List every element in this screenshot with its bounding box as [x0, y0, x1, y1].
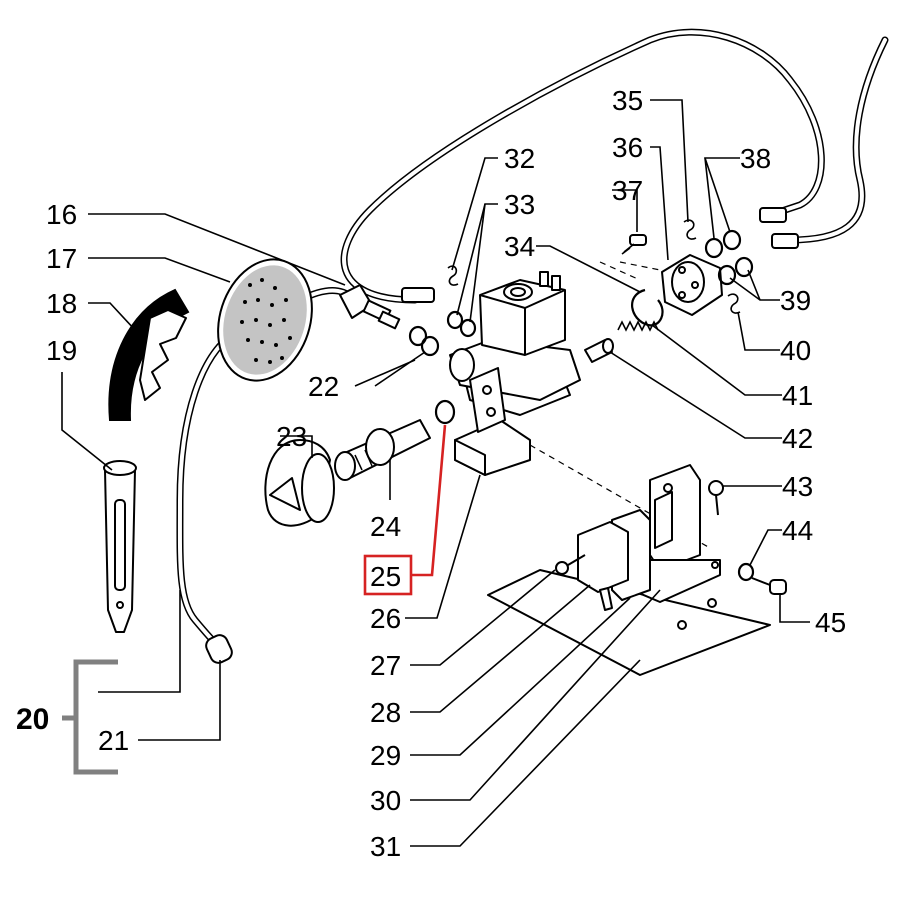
label-28: 28	[370, 697, 401, 728]
screw-45	[751, 577, 787, 595]
microswitch-icon	[577, 521, 629, 611]
label-group-20: 20	[16, 703, 49, 736]
label-40: 40	[780, 335, 811, 366]
o-rings-38	[704, 229, 742, 259]
label-29: 29	[370, 740, 401, 771]
o-rings-33	[446, 310, 477, 338]
solenoid-valve-icon	[449, 271, 581, 476]
screw-43	[708, 480, 724, 516]
clip-40	[727, 293, 741, 314]
label-44: 44	[782, 515, 813, 546]
label-31: 31	[370, 831, 401, 862]
label-30: 30	[370, 785, 401, 816]
tube-icon	[103, 460, 137, 633]
label-22: 22	[308, 371, 339, 402]
base-plate-31	[487, 569, 771, 676]
hose-end-fitting	[205, 634, 233, 664]
label-42: 42	[782, 423, 813, 454]
label-33: 33	[504, 189, 535, 220]
label-45: 45	[815, 607, 846, 638]
label-16: 16	[46, 199, 77, 230]
knob-icon	[264, 439, 335, 527]
screw-27	[555, 554, 586, 575]
label-23: 23	[276, 421, 307, 452]
label-19: 19	[46, 335, 77, 366]
label-24: 24	[370, 511, 401, 542]
label-27: 27	[370, 650, 401, 681]
label-34: 34	[504, 231, 535, 262]
label-21: 21	[98, 725, 129, 756]
label-38: 38	[740, 143, 771, 174]
label-18: 18	[46, 288, 77, 319]
clip-35	[683, 219, 697, 240]
holder-icon	[108, 288, 190, 421]
part-labels: 16 17 18 19 20 21 22 23 24 25 26 27 28 2…	[16, 85, 846, 862]
washer-44	[737, 562, 755, 582]
assembly-lines	[529, 261, 711, 549]
hose-fitting-icon	[339, 284, 401, 330]
label-37: 37	[612, 175, 643, 206]
group-bracket-20	[62, 659, 118, 775]
shower-head-icon	[217, 258, 313, 382]
o-ring-icon	[434, 399, 456, 425]
label-32: 32	[504, 143, 535, 174]
valve-cap-36	[661, 254, 723, 316]
highlight-part-25	[363, 424, 447, 596]
circlip-34	[631, 288, 664, 327]
label-26: 26	[370, 603, 401, 634]
o-rings-39	[717, 256, 754, 286]
spring-41	[617, 320, 659, 332]
label-36: 36	[612, 132, 643, 163]
leader-lines	[61, 99, 810, 847]
label-17: 17	[46, 243, 77, 274]
label-43: 43	[782, 471, 813, 502]
screw-icon	[621, 234, 647, 255]
label-25: 25	[370, 561, 401, 592]
o-rings-22	[408, 325, 440, 357]
supply-hoses	[340, 28, 889, 304]
label-39: 39	[780, 285, 811, 316]
plunger-42	[584, 338, 614, 363]
label-35: 35	[612, 85, 643, 116]
label-41: 41	[782, 380, 813, 411]
spindle-icon	[334, 419, 431, 481]
